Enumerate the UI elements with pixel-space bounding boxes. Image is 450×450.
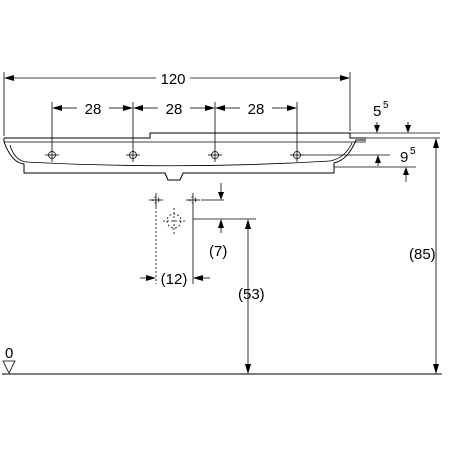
spacing-label-1: 28: [85, 101, 102, 118]
rim-offset-superscript: 5: [383, 100, 389, 111]
waste-offset-dimension: (12): [140, 207, 210, 288]
floor-level-label: 0: [5, 345, 13, 362]
waste-height-dimension: (7): [193, 183, 256, 260]
floor-line: 0: [2, 345, 442, 375]
overall-width-dimension: 120: [3, 71, 351, 136]
bowl-depth-dimension: 9 5: [304, 146, 416, 182]
waste-offset-label: (12): [161, 271, 188, 288]
rim-offset-label: 5: [373, 103, 381, 120]
tap-spacing-dimension: 28 28 28: [51, 101, 298, 148]
spacing-label-2: 28: [166, 101, 183, 118]
waste-height-label: (7): [209, 243, 227, 260]
bowl-depth-label: 9: [400, 149, 408, 166]
tap-hole-icon: [290, 148, 304, 162]
waste-floor-label: (53): [238, 286, 265, 303]
spacing-label-3: 28: [248, 101, 265, 118]
waste-floor-dimension: (53): [238, 219, 265, 374]
tap-hole-icon: [45, 148, 59, 162]
rim-offset-dimension: 5 5: [350, 100, 440, 139]
waste-outlet-icon: [149, 193, 200, 236]
overall-width-label: 120: [160, 71, 185, 88]
tap-hole-icon: [208, 148, 222, 162]
rim-floor-label: (85): [409, 246, 436, 263]
floor-marker-icon: [2, 360, 16, 374]
basin-outline: [3, 132, 366, 181]
rim-floor-dimension: (85): [409, 138, 439, 374]
bowl-depth-superscript: 5: [410, 146, 416, 157]
tap-hole-icon: [126, 148, 140, 162]
